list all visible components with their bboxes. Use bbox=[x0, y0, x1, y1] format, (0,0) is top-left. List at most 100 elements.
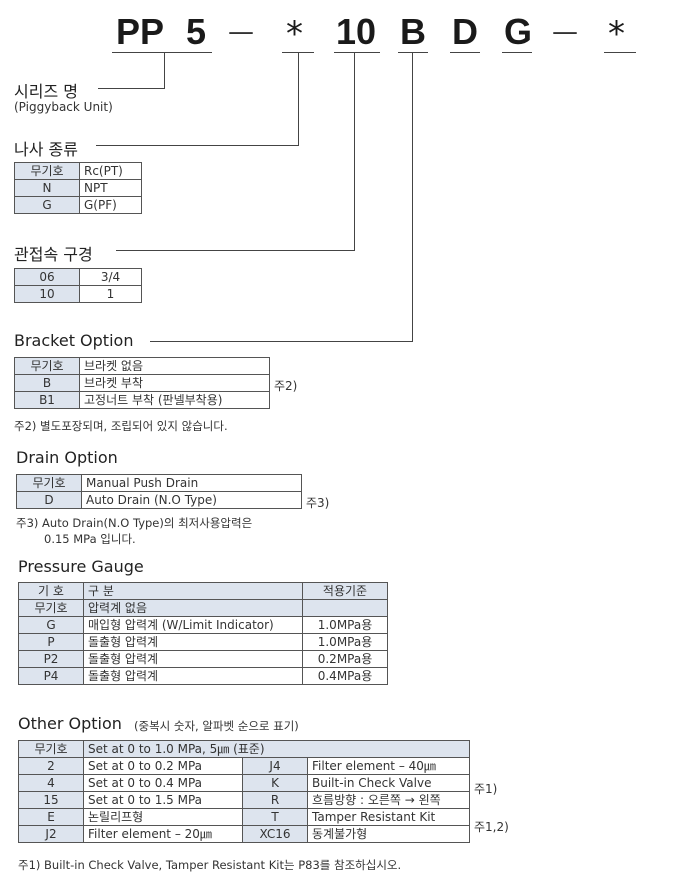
other-desc: Built-in Check Valve bbox=[307, 774, 470, 792]
gauge-spec bbox=[302, 599, 388, 617]
drain-note-line1: 주3) Auto Drain(N.O Type)의 최저사용압력은 bbox=[16, 516, 253, 530]
gauge-header-desc: 구 분 bbox=[83, 582, 303, 600]
thread-value: Rc(PT) bbox=[79, 162, 142, 180]
code-pp: PP bbox=[116, 11, 165, 52]
bracket-leader-h bbox=[150, 341, 412, 342]
port-value: 3/4 bbox=[79, 268, 142, 286]
table-row: 무기호 Rc(PT) bbox=[14, 162, 142, 180]
gauge-code: G bbox=[18, 616, 84, 634]
table-row: 무기호 Set at 0 to 1.0 MPa, 5㎛ (표준) bbox=[18, 740, 470, 758]
underline-b bbox=[398, 52, 428, 53]
bracket-code: B1 bbox=[14, 391, 80, 409]
other-desc: Set at 0 to 0.2 MPa bbox=[83, 757, 243, 775]
port-leader-h bbox=[116, 250, 354, 251]
table-row: G G(PF) bbox=[14, 196, 142, 214]
table-row: 무기호 압력계 없음 bbox=[18, 599, 388, 617]
other-side-note-t: 주1,2) bbox=[474, 820, 509, 834]
bracket-value: 고정너트 부착 (판넬부착용) bbox=[79, 391, 270, 409]
table-row: J2 Filter element – 20㎛ XC16 동계불가형 bbox=[18, 825, 470, 843]
code-dash-1: — bbox=[228, 17, 254, 47]
port-code: 10 bbox=[14, 285, 80, 303]
gauge-code: 무기호 bbox=[18, 599, 84, 617]
gauge-spec: 1.0MPa용 bbox=[302, 633, 388, 651]
drain-value: Auto Drain (N.O Type) bbox=[81, 491, 302, 509]
other-code: E bbox=[18, 808, 84, 826]
other-code: T bbox=[242, 808, 308, 826]
table-row: 무기호 Manual Push Drain bbox=[16, 474, 302, 492]
drain-code: 무기호 bbox=[16, 474, 82, 492]
series-leader-v bbox=[164, 52, 165, 89]
underline-d bbox=[450, 52, 480, 53]
drain-code: D bbox=[16, 491, 82, 509]
thread-code: G bbox=[14, 196, 80, 214]
port-leader-v bbox=[354, 52, 355, 251]
series-leader-h bbox=[98, 88, 164, 89]
series-subtitle: (Piggyback Unit) bbox=[14, 100, 113, 114]
gauge-desc: 돌출형 압력계 bbox=[83, 633, 303, 651]
port-table: 06 3/4 10 1 bbox=[14, 268, 142, 303]
gauge-desc: 압력계 없음 bbox=[83, 599, 303, 617]
thread-table: 무기호 Rc(PT) N NPT G G(PF) bbox=[14, 162, 142, 214]
thread-title: 나사 종류 bbox=[14, 140, 78, 159]
code-dash-2: — bbox=[552, 17, 578, 47]
other-code: J2 bbox=[18, 825, 84, 843]
other-desc: 흐름방향 : 오른쪽 → 왼쪽 bbox=[307, 791, 470, 809]
gauge-spec: 0.4MPa용 bbox=[302, 667, 388, 685]
gauge-code: P bbox=[18, 633, 84, 651]
other-title-note: (중복시 숫자, 알파벳 순으로 표기) bbox=[134, 719, 299, 733]
code-star-other: * bbox=[608, 14, 625, 54]
table-row: D Auto Drain (N.O Type) bbox=[16, 491, 302, 509]
thread-value: NPT bbox=[79, 179, 142, 197]
drain-table: 무기호 Manual Push Drain D Auto Drain (N.O … bbox=[16, 474, 302, 509]
gauge-desc: 매입형 압력계 (W/Limit Indicator) bbox=[83, 616, 303, 634]
other-code: 4 bbox=[18, 774, 84, 792]
table-row: 2 Set at 0 to 0.2 MPa J4 Filter element … bbox=[18, 757, 470, 775]
code-d: D bbox=[452, 11, 478, 52]
other-side-note-k: 주1) bbox=[474, 782, 498, 796]
underline-10 bbox=[334, 52, 380, 53]
other-code: XC16 bbox=[242, 825, 308, 843]
bracket-title: Bracket Option bbox=[14, 331, 134, 350]
code-g: G bbox=[504, 11, 533, 52]
table-row: P2 돌출형 압력계 0.2MPa용 bbox=[18, 650, 388, 668]
bracket-leader-v bbox=[412, 52, 413, 342]
drain-value: Manual Push Drain bbox=[81, 474, 302, 492]
bracket-table: 무기호 브라켓 없음 B 브라켓 부착 B1 고정너트 부착 (판넬부착용) bbox=[14, 357, 270, 409]
code-5: 5 bbox=[186, 11, 207, 52]
table-header-row: 기 호 구 분 적용기준 bbox=[18, 582, 388, 600]
gauge-header-code: 기 호 bbox=[18, 582, 84, 600]
bracket-value: 브라켓 부착 bbox=[79, 374, 270, 392]
table-row: B 브라켓 부착 bbox=[14, 374, 270, 392]
underline-star2 bbox=[604, 52, 636, 53]
thread-leader-v bbox=[298, 52, 299, 146]
other-desc: 논릴리프형 bbox=[83, 808, 243, 826]
table-row: N NPT bbox=[14, 179, 142, 197]
gauge-table: 기 호 구 분 적용기준 무기호 압력계 없음 G 매입형 압력계 (W/Lim… bbox=[18, 582, 388, 685]
other-desc: Set at 0 to 1.5 MPa bbox=[83, 791, 243, 809]
port-code: 06 bbox=[14, 268, 80, 286]
gauge-code: P4 bbox=[18, 667, 84, 685]
drain-note-line2: 0.15 MPa 입니다. bbox=[44, 532, 136, 546]
other-code: K bbox=[242, 774, 308, 792]
table-row: G 매입형 압력계 (W/Limit Indicator) 1.0MPa용 bbox=[18, 616, 388, 634]
drain-side-note: 주3) bbox=[306, 496, 330, 510]
bracket-note: 주2) 별도포장되며, 조립되어 있지 않습니다. bbox=[14, 419, 228, 433]
table-row: 무기호 브라켓 없음 bbox=[14, 357, 270, 375]
other-desc: Filter element – 20㎛ bbox=[83, 825, 243, 843]
gauge-code: P2 bbox=[18, 650, 84, 668]
series-title: 시리즈 명 bbox=[14, 82, 78, 101]
other-table: 무기호 Set at 0 to 1.0 MPa, 5㎛ (표준) 2 Set a… bbox=[18, 740, 470, 843]
thread-leader-h bbox=[96, 145, 298, 146]
table-row: 4 Set at 0 to 0.4 MPa K Built-in Check V… bbox=[18, 774, 470, 792]
other-desc: Filter element – 40㎛ bbox=[307, 757, 470, 775]
other-code: 무기호 bbox=[18, 740, 84, 758]
gauge-header-spec: 적용기준 bbox=[302, 582, 388, 600]
code-b: B bbox=[400, 11, 426, 52]
other-title: Other Option bbox=[18, 714, 122, 733]
gauge-title: Pressure Gauge bbox=[18, 557, 144, 576]
underline-g bbox=[502, 52, 532, 53]
other-code: J4 bbox=[242, 757, 308, 775]
thread-code: N bbox=[14, 179, 80, 197]
code-10: 10 bbox=[336, 11, 377, 52]
code-star-thread: * bbox=[286, 14, 303, 54]
